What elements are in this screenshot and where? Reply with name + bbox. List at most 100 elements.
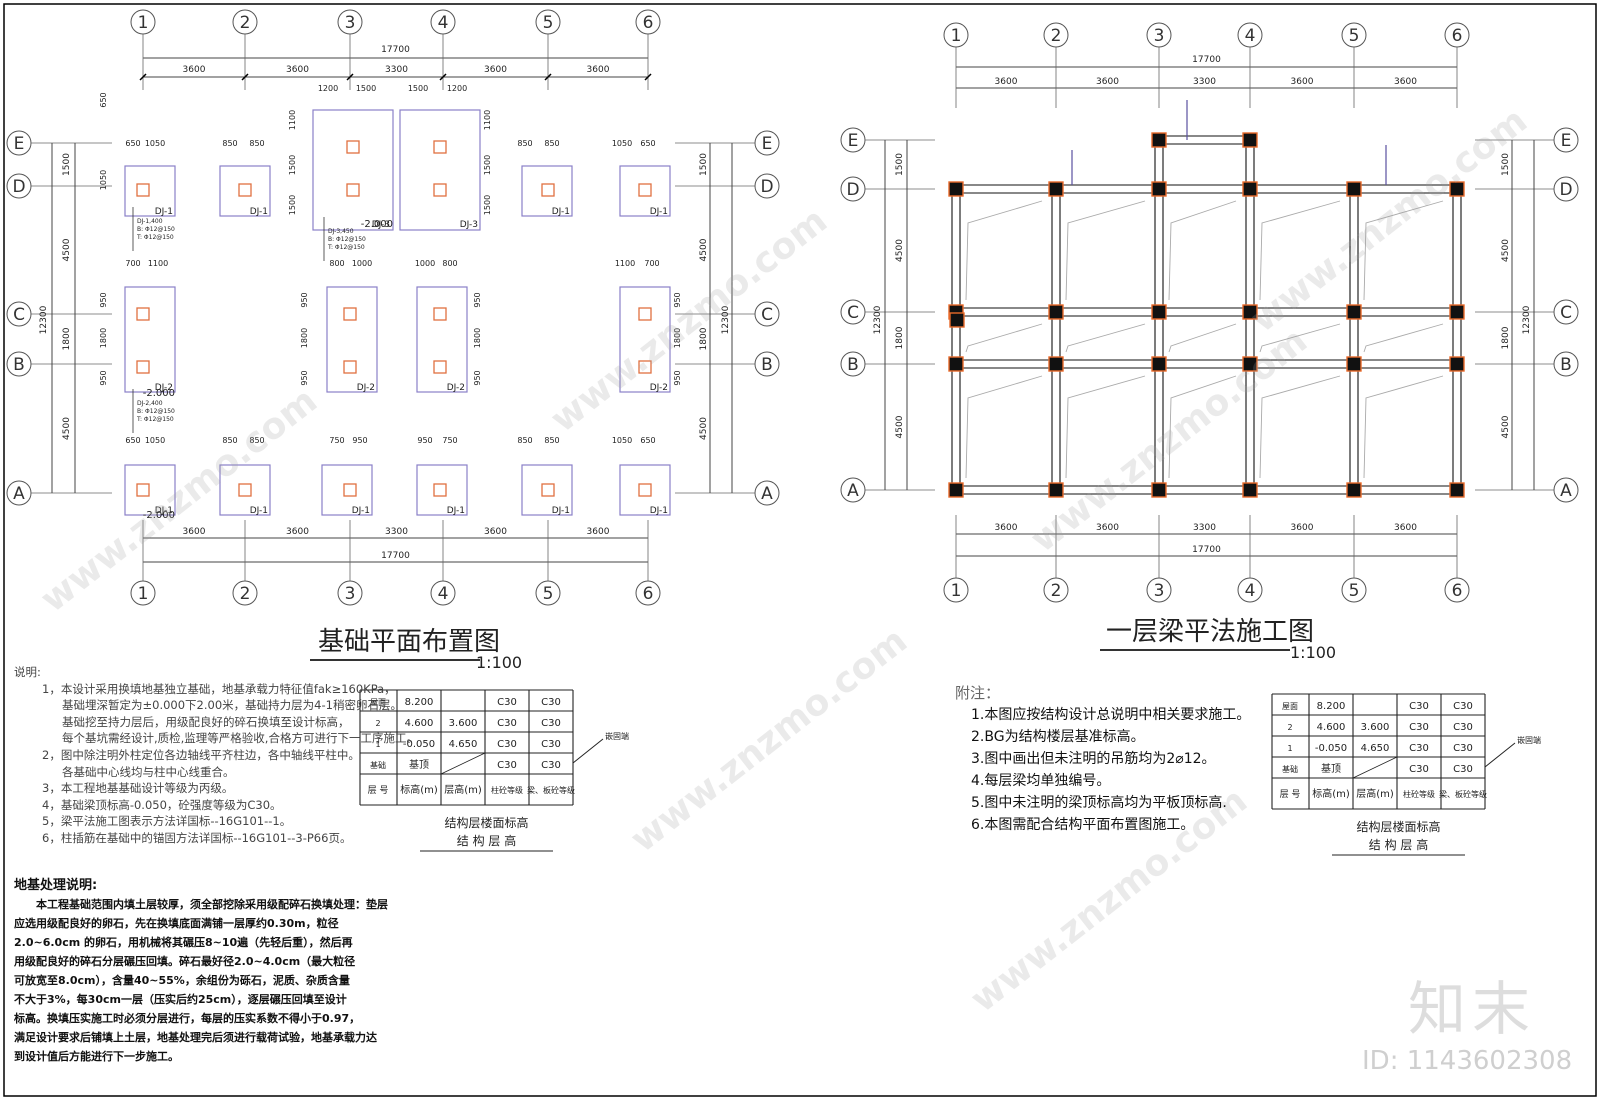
ground-line: 到设计值后方能进行下一步施工。 — [14, 1050, 179, 1063]
column — [1449, 482, 1465, 498]
footing-label: DJ-3 — [372, 220, 390, 230]
pad-dim: 850 — [544, 139, 559, 148]
dim-bay: 1800 — [895, 326, 905, 349]
column — [1346, 482, 1362, 498]
footing-pad — [124, 464, 176, 516]
table-floor: 基础 — [1282, 764, 1298, 774]
pad-dim: 1100 — [483, 110, 492, 130]
note-line: 6，柱插筋在基础中的锚固方法详国标--16G101--3-P66页。 — [42, 830, 352, 845]
axis-bottom-label: 4 — [438, 584, 449, 604]
dim-bay: 4500 — [895, 239, 905, 262]
pad-dim: 650 — [640, 139, 655, 148]
foundation-plan-scale: 1:100 — [476, 653, 522, 672]
column — [1242, 482, 1258, 498]
column — [1242, 304, 1258, 320]
axis-bottom-label: 2 — [240, 584, 251, 604]
table-elevation: -0.050 — [1315, 743, 1347, 754]
column — [948, 181, 964, 197]
pad-dim: 1200 — [318, 84, 338, 93]
drawing-titles: 基础平面布置图 1:100 一层梁平法施工图 1:100 — [310, 617, 1336, 672]
axis-left-label: D — [846, 180, 859, 200]
table-caption: 结 构 层 高 — [1369, 837, 1428, 852]
notes-heading: 附注： — [955, 684, 1001, 702]
pad-dim: 1100 — [148, 259, 168, 268]
dim-bay: 3600 — [484, 527, 507, 537]
table-head: 层高(m) — [444, 783, 482, 796]
table-height: 3.600 — [449, 718, 478, 729]
table-elevation: 8.200 — [1317, 701, 1346, 712]
pad-dim: 1050 — [145, 139, 165, 148]
dim-bay: 1800 — [62, 327, 72, 350]
note-line: 4.每层梁均单独编号。 — [971, 773, 1111, 789]
column-stub — [638, 183, 652, 197]
ground-line: 标高。换填压实施工时必须分层进行，每层的压实系数不得小于0.97， — [14, 1012, 361, 1025]
axis-right-label: A — [1560, 481, 1572, 501]
pad-dim: 700 — [644, 259, 659, 268]
dim-total: 12300 — [39, 305, 49, 334]
dim-bay: 4500 — [62, 417, 72, 440]
dim-bay: 1500 — [62, 153, 72, 176]
dim-bay: 3600 — [183, 527, 206, 537]
slab-marker — [965, 323, 1043, 353]
rebar-tag: T: Φ12@150 — [327, 244, 365, 251]
rebar-tag: T: Φ12@150 — [136, 234, 174, 241]
note-line: 3.图中画出但未注明的吊筋均为2⌀12。 — [971, 751, 1216, 767]
slab-marker — [1363, 323, 1444, 353]
dim-bay: 1500 — [895, 153, 905, 176]
elevation-label: -2.000 — [143, 510, 175, 521]
sheet-border — [3, 3, 1597, 1097]
column-stub — [343, 360, 357, 374]
table-floor: 2 — [1287, 723, 1292, 732]
pad-dim: 700 — [125, 259, 140, 268]
footing-label: DJ-2 — [357, 383, 375, 393]
footing-pad — [124, 286, 176, 393]
footing-pad — [416, 286, 468, 393]
ground-line: 满足设计要求后铺填上土层，地基处理完后须进行载荷试验，地基承载力达 — [14, 1031, 377, 1044]
axis-bottom-label: 3 — [345, 584, 356, 604]
footing-label: DJ-2 — [447, 383, 465, 393]
pad-dim: 1500 — [408, 84, 428, 93]
axis-bottom-label: 1 — [951, 581, 962, 601]
dim-bay: 3300 — [385, 527, 408, 537]
axis-bottom-label: 4 — [1245, 581, 1256, 601]
dim-bay: 3600 — [183, 65, 206, 75]
pad-dim: 950 — [300, 292, 309, 307]
beam-plan-title: 一层梁平法施工图 — [1106, 617, 1314, 647]
column — [948, 482, 964, 498]
ground-treatment-notes: 地基处理说明: 本工程基础范围内填土层较厚，须全部挖除采用级配碎石换填处理：垫层… — [14, 876, 388, 1066]
pad-dim: 1800 — [473, 328, 482, 348]
axis-right-label: C — [761, 305, 773, 325]
pad-dim: 650 — [640, 436, 655, 445]
axis-right-label: E — [1561, 131, 1572, 151]
dim-total: 12300 — [721, 305, 731, 334]
footing-pad — [321, 464, 373, 516]
column-stub — [136, 483, 150, 497]
pad-dim: 750 — [329, 436, 344, 445]
column — [1048, 181, 1064, 197]
table-column-grade: C30 — [1409, 743, 1429, 754]
note-line: 2，图中除注明外柱定位各边轴线平齐柱边，各中轴线平柱中。 — [42, 747, 360, 762]
column-stub — [343, 483, 357, 497]
slab-marker — [1363, 200, 1444, 301]
dim-bay: 1800 — [699, 327, 709, 350]
pad-dim: 950 — [673, 292, 682, 307]
table-beam-grade: C30 — [541, 739, 561, 750]
footing-label: DJ-1 — [155, 506, 173, 516]
table-column-grade: C30 — [497, 718, 517, 729]
column — [1048, 482, 1064, 498]
note-leader — [1484, 742, 1516, 768]
dim-total: 17700 — [381, 45, 410, 55]
footing-label: DJ-1 — [352, 506, 370, 516]
table-elevation: 4.600 — [1317, 722, 1346, 733]
slab-marker — [1259, 200, 1341, 301]
brand-logo: 知末 — [1408, 975, 1537, 1043]
column — [1242, 356, 1258, 372]
dim-bay: 1800 — [1501, 326, 1511, 349]
pad-dim: 950 — [99, 292, 108, 307]
ground-line: 可放宽至8.0cm），含量40~55%，余组份为砾石，泥质、杂质含量 — [14, 974, 350, 987]
table-floor: 屋面 — [370, 698, 386, 707]
table-floor: 屋面 — [1282, 702, 1298, 711]
pad-dim: 1500 — [288, 195, 297, 215]
column-stub — [638, 483, 652, 497]
column — [1449, 304, 1465, 320]
